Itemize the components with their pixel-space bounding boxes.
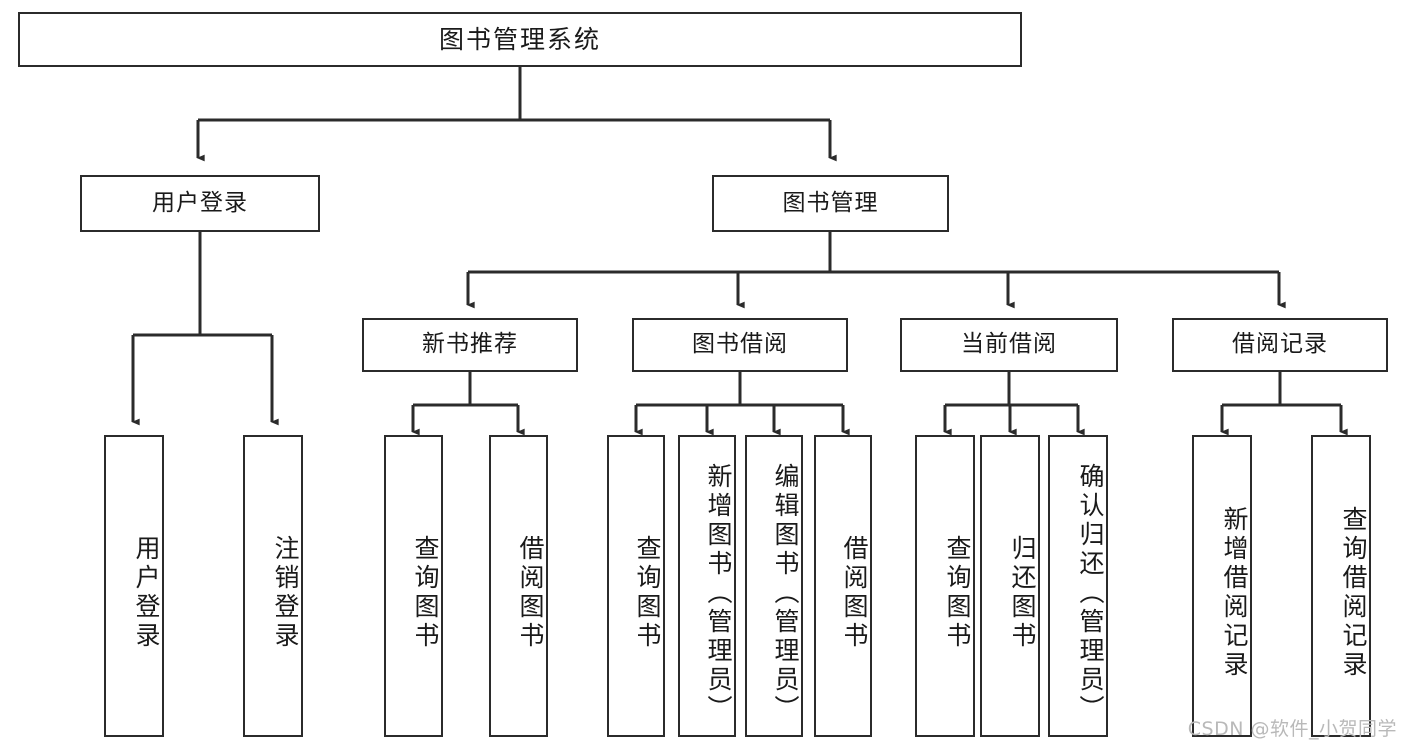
node-label: 查询图书	[943, 535, 972, 651]
node-book-borrow[interactable]: 图书借阅	[632, 318, 848, 372]
leaf-query-book-recommend[interactable]: 查询图书	[384, 435, 443, 737]
csdn-watermark: CSDN @软件_小贺同学	[1187, 718, 1397, 740]
node-borrow-record[interactable]: 借阅记录	[1172, 318, 1388, 372]
node-label: 图书借阅	[692, 331, 788, 358]
leaf-borrow-book-borrow[interactable]: 借阅图书	[814, 435, 872, 737]
node-label: 借阅记录	[1232, 331, 1328, 358]
leaf-query-book-borrow[interactable]: 查询图书	[607, 435, 665, 737]
node-label: 用户登录	[152, 189, 248, 216]
node-label: 查询图书	[411, 535, 440, 651]
node-label: 查询图书	[633, 535, 662, 651]
node-label: 确认归还（管理员）	[1076, 462, 1105, 724]
node-label: 新增图书（管理员）	[704, 462, 733, 724]
leaf-query-book-current[interactable]: 查询图书	[915, 435, 975, 737]
node-user-login[interactable]: 用户登录	[80, 175, 320, 232]
node-book-manage[interactable]: 图书管理	[712, 175, 949, 232]
leaf-return-book[interactable]: 归还图书	[980, 435, 1040, 737]
node-label: 借阅图书	[840, 535, 869, 651]
node-label: 图书管理	[782, 189, 879, 216]
node-label: 新书推荐	[422, 331, 518, 358]
node-root-system[interactable]: 图书管理系统	[18, 12, 1022, 67]
node-label: 编辑图书（管理员）	[771, 462, 800, 724]
leaf-borrow-book-recommend[interactable]: 借阅图书	[489, 435, 548, 737]
node-label: 当前借阅	[961, 331, 1057, 358]
leaf-user-login[interactable]: 用户登录	[104, 435, 164, 737]
leaf-query-borrow-record[interactable]: 查询借阅记录	[1311, 435, 1371, 737]
node-label: 图书管理系统	[438, 24, 601, 54]
leaf-confirm-return-admin[interactable]: 确认归还（管理员）	[1048, 435, 1108, 737]
leaf-add-borrow-record[interactable]: 新增借阅记录	[1192, 435, 1252, 737]
node-label: 用户登录	[132, 535, 161, 651]
leaf-user-logout[interactable]: 注销登录	[243, 435, 303, 737]
node-label: 新增借阅记录	[1220, 506, 1249, 680]
node-label: 借阅图书	[516, 535, 545, 651]
node-label: 注销登录	[271, 535, 300, 651]
leaf-edit-book-admin[interactable]: 编辑图书（管理员）	[745, 435, 803, 737]
node-label: 查询借阅记录	[1339, 506, 1368, 680]
node-new-book-recommend[interactable]: 新书推荐	[362, 318, 578, 372]
node-current-borrow[interactable]: 当前借阅	[900, 318, 1118, 372]
leaf-add-book-admin[interactable]: 新增图书（管理员）	[678, 435, 736, 737]
node-label: 归还图书	[1008, 535, 1037, 651]
